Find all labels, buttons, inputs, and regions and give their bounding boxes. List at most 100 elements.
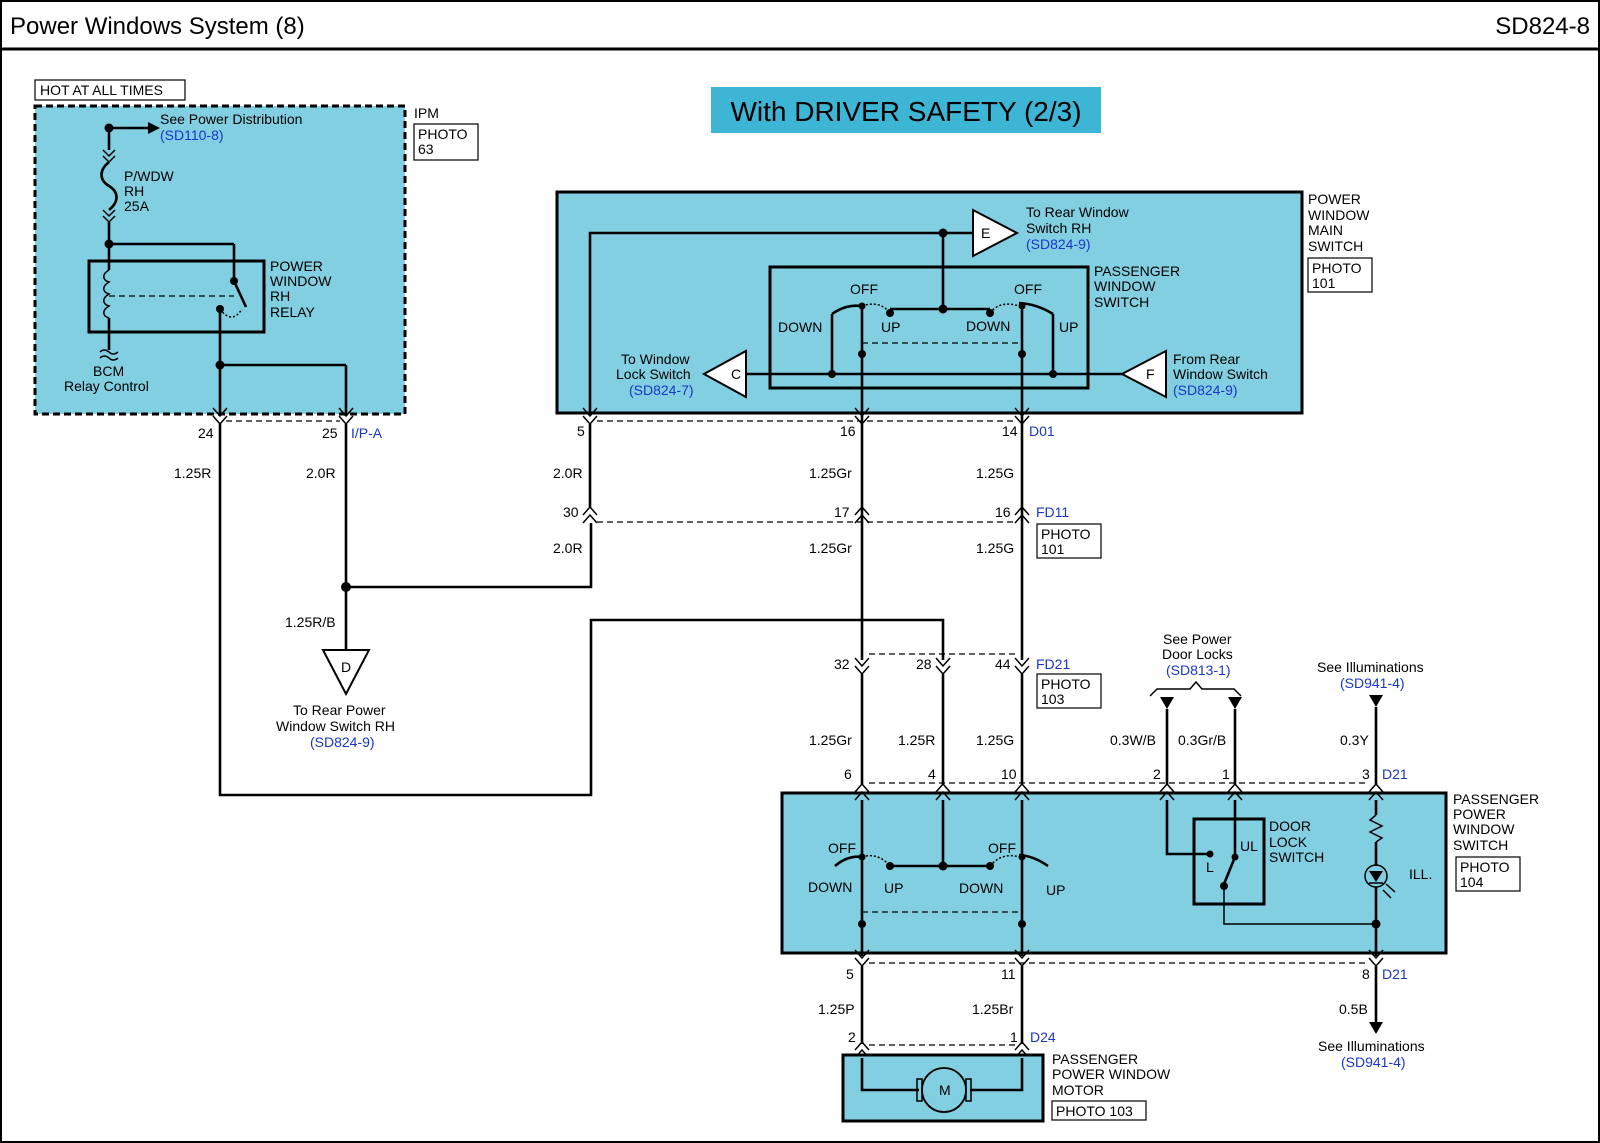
connector-d01: D01 [1029,423,1055,439]
motor-name-1: PASSENGER [1052,1051,1138,1067]
rear-rh-switch-text-1: To Rear Window [1026,204,1130,220]
bcm-label: BCM [93,363,124,379]
fd11-photo-text: PHOTO [1041,526,1091,542]
lock-switch-ref[interactable]: (SD824-7) [629,382,694,398]
banner [711,87,1101,133]
door-locks-arrow-right-icon [1228,697,1242,709]
tag-f: F [1146,366,1155,382]
pin-44-fd21: 44 [995,656,1011,672]
wire-1-25r-c: 1.25R [898,732,935,748]
lock-switch-text-2: Lock Switch [616,366,691,382]
main-switch-photo-box [1307,257,1373,293]
rear-rh-text-1: To Rear Power [293,702,386,718]
main-switch-photo-text: PHOTO [1312,260,1362,276]
lock-switch-text-1: To Window [621,351,690,367]
fd11-photo-num: 101 [1041,541,1065,557]
main-switch-name-2: WINDOW [1308,207,1370,223]
pin-25: 25 [322,425,338,441]
wire-0-5b: 0.5B [1339,1001,1368,1017]
illum-bottom-ref[interactable]: (SD941-4) [1341,1054,1406,1070]
motor-symbol: M [939,1082,951,1098]
fd11-photo-box [1036,523,1102,559]
tag-f-icon [1119,349,1167,399]
pin-2-d24: 2 [848,1029,856,1045]
connector-d24: D24 [1030,1029,1056,1045]
tag-d: D [341,659,351,675]
pass-switch-name-4: SWITCH [1453,837,1508,853]
pin-5-d01: 5 [577,423,585,439]
main-switch-box [555,190,1304,415]
main-down-right: DOWN [966,318,1010,334]
wire-1-25r-b: 1.25R/B [285,614,336,630]
wire-2-0r-b: 2.0R [553,465,583,481]
pin-32-fd21: 32 [834,656,850,672]
illum-bottom-text: See Illuminations [1318,1038,1425,1054]
fd21-photo-text: PHOTO [1041,676,1091,692]
pin-8-d21: 8 [1362,966,1370,982]
connector-d21-top: D21 [1382,766,1408,782]
wire-2-0r: 2.0R [306,465,336,481]
wire-1-25g-b: 1.25G [976,540,1014,556]
pass-up-left: UP [884,880,903,896]
tag-e: E [981,225,990,241]
door-locks-ref[interactable]: (SD813-1) [1166,662,1231,678]
pin-11-d21: 11 [1001,966,1016,982]
door-locks-text-2: Door Locks [1162,646,1233,662]
passenger-window-switch-2: WINDOW [1094,278,1156,294]
connector-fd11-pins-icon [582,505,1030,524]
connector-d21-top-pins-icon [854,782,1384,801]
pin-24: 24 [198,425,214,441]
main-switch-name-4: SWITCH [1308,238,1363,254]
pass-switch-contacts-icon [834,800,1049,956]
main-switch-name-3: MAIN [1308,222,1343,238]
tag-c: C [731,366,741,382]
ipm-label: IPM [414,105,439,121]
connector-fd11: FD11 [1036,504,1069,520]
hot-at-all-times-text: HOT AT ALL TIMES [40,82,163,98]
wire-0-3y: 0.3Y [1340,732,1369,748]
pass-switch-name-1: PASSENGER [1453,791,1539,807]
ipm-photo-num: 63 [418,141,434,157]
ipm-photo-text: PHOTO [418,126,468,142]
rear-rh-switch-ref[interactable]: (SD824-9) [1026,236,1091,252]
pass-switch-name-3: WINDOW [1453,821,1515,837]
wire-1-25r: 1.25R [174,465,211,481]
relay-name-2: WINDOW [270,273,332,289]
from-rear-ref[interactable]: (SD824-9) [1173,382,1238,398]
passenger-window-switch-1: PASSENGER [1094,263,1180,279]
pin-16-fd11: 16 [995,504,1011,520]
pass-switch-photo-text: PHOTO [1460,859,1510,875]
tag-c-icon [701,349,747,399]
hot-at-all-times-label [34,79,186,101]
wire-2-0r-c: 2.0R [553,540,583,556]
pin-10-d21: 10 [1001,766,1017,782]
rear-rh-ref[interactable]: (SD824-9) [310,734,375,750]
door-lock-text-1: DOOR [1269,818,1311,834]
pin-6-d21: 6 [844,766,852,782]
wire-0-3grb: 0.3Gr/B [1178,732,1226,748]
pin-28-fd21: 28 [916,656,932,672]
see-power-distribution: See Power Distribution [160,111,302,127]
door-locks-arrow-left-icon [1160,697,1174,709]
illum-top-ref[interactable]: (SD941-4) [1340,675,1405,691]
connector-ipa: I/P-A [351,425,383,441]
page-title: Power Windows System (8) [10,13,305,40]
pass-switch-photo-num: 104 [1460,874,1484,890]
illumination-label: ILL. [1409,866,1432,882]
door-lock-switch-box [1192,817,1266,906]
pass-down-right: DOWN [959,880,1003,896]
motor-name-2: POWER WINDOW [1052,1066,1171,1082]
see-power-distribution-ref[interactable]: (SD110-8) [160,127,224,143]
rear-rh-text-2: Window Switch RH [276,718,395,734]
relay-coil-icon [103,244,111,350]
pin-16-d01: 16 [840,423,856,439]
from-rear-text-2: Window Switch [1173,366,1268,382]
pin-2-d21: 2 [1153,766,1161,782]
relay-name-3: RH [270,288,290,304]
illum-top-arrow-icon [1369,695,1383,707]
wire-1-25g-a: 1.25G [976,465,1014,481]
pin-5-d21: 5 [846,966,854,982]
motor-name-3: MOTOR [1052,1082,1104,1098]
wire-1-25gr-c: 1.25Gr [809,732,852,748]
